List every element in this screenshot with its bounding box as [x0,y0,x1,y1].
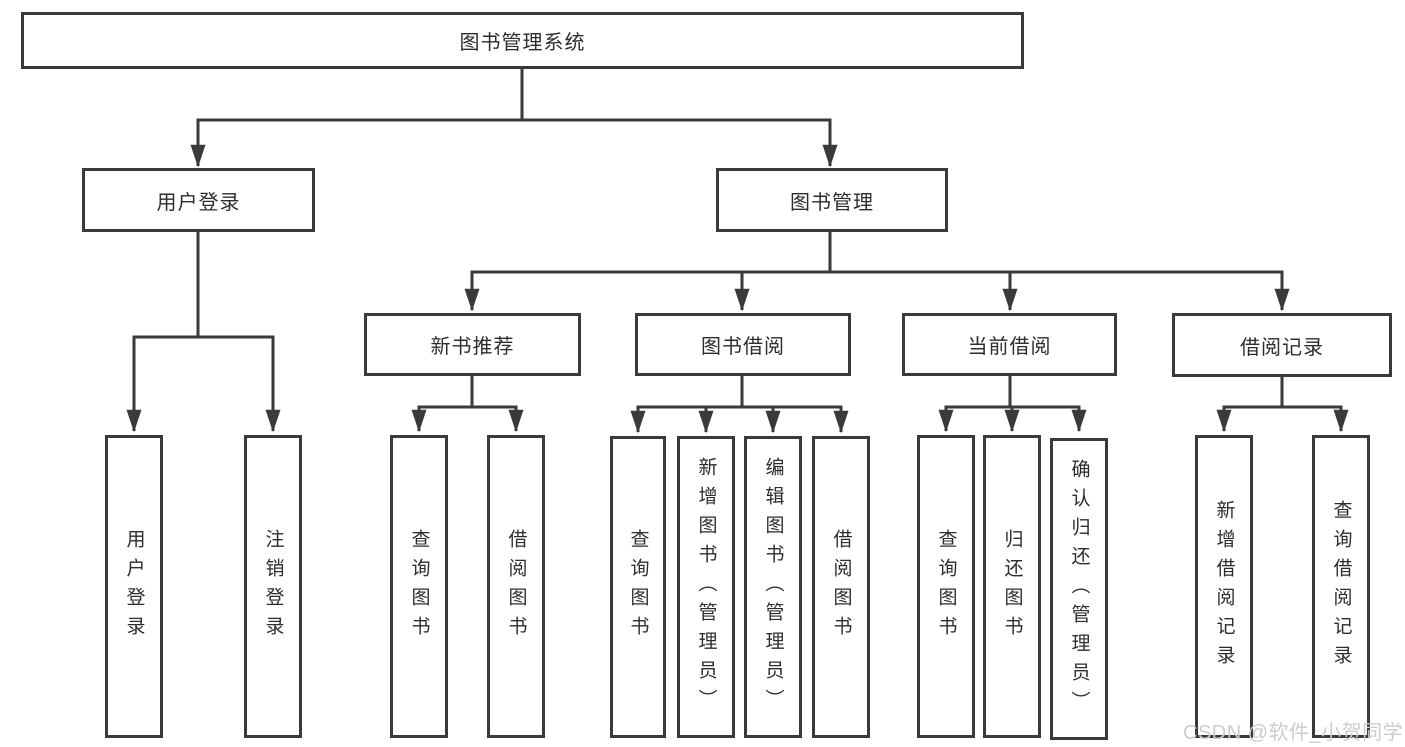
node-leaf-recommend-query-books: 查询图书 [390,435,448,738]
node-label: 查询借阅记录 [1330,499,1352,674]
node-label: 编辑图书（管理员） [762,456,784,718]
node-leaf-current-confirm-return-admin: 确认归还（管理员） [1050,438,1108,740]
node-book-borrowing: 图书借阅 [635,313,851,376]
node-leaf-current-query-books: 查询图书 [917,435,975,738]
node-label: 用户登录 [156,191,241,214]
node-label: 查询图书 [627,529,649,645]
node-label: 归还图书 [1001,528,1023,645]
node-label: 借阅图书 [830,529,852,645]
csdn-watermark: CSDN @软件_小贺同学 [1183,722,1404,744]
node-leaf-recommend-borrow-books: 借阅图书 [487,435,545,738]
connector-arrows-root-to-level2 [190,120,838,168]
node-borrowing-records: 借阅记录 [1172,313,1392,377]
connector-arrows-book-borrowing-children [630,407,849,434]
node-leaf-records-query-record: 查询借阅记录 [1312,435,1370,738]
node-label: 借阅记录 [1240,336,1324,359]
node-leaf-borrow-borrow-books: 借阅图书 [812,436,870,738]
node-label: 查询图书 [935,528,957,645]
connector-arrows-user-login-children [126,337,281,433]
node-user-login: 用户登录 [82,168,315,232]
node-label: 新书推荐 [430,336,515,358]
node-leaf-user-login: 用户登录 [105,435,163,738]
connector-arrows-new-book-recommend-children [411,407,524,433]
node-label: 新增图书（管理员） [695,456,717,718]
node-label: 确认归还（管理员） [1068,458,1090,720]
node-label: 查询图书 [408,528,430,645]
node-label: 用户登录 [123,528,145,645]
node-leaf-borrow-edit-books-admin: 编辑图书（管理员） [744,436,802,738]
node-label: 新增借阅记录 [1213,499,1235,674]
node-label: 当前借阅 [967,336,1052,358]
node-label: 图书管理系统 [459,32,586,54]
node-label: 图书借阅 [701,336,785,358]
node-leaf-borrow-add-books-admin: 新增图书（管理员） [677,436,735,738]
node-root-library-management-system: 图书管理系统 [21,12,1024,69]
node-current-borrowing: 当前借阅 [902,313,1117,376]
node-label: 注销登录 [262,528,284,645]
connector-arrows-borrowing-records-children [1216,407,1349,433]
node-book-management: 图书管理 [716,168,948,232]
node-leaf-current-return-books: 归还图书 [983,435,1041,738]
node-leaf-borrow-query-books: 查询图书 [610,436,666,738]
node-label: 图书管理 [790,191,874,214]
node-leaf-logout: 注销登录 [244,435,302,738]
connector-arrows-current-borrowing-children [938,407,1087,433]
node-label: 借阅图书 [505,528,527,645]
connector-trunks [132,68,1343,409]
connector-arrows-book-management-children [464,272,1290,312]
node-leaf-records-add-record: 新增借阅记录 [1195,435,1253,738]
node-new-book-recommend: 新书推荐 [364,313,581,376]
